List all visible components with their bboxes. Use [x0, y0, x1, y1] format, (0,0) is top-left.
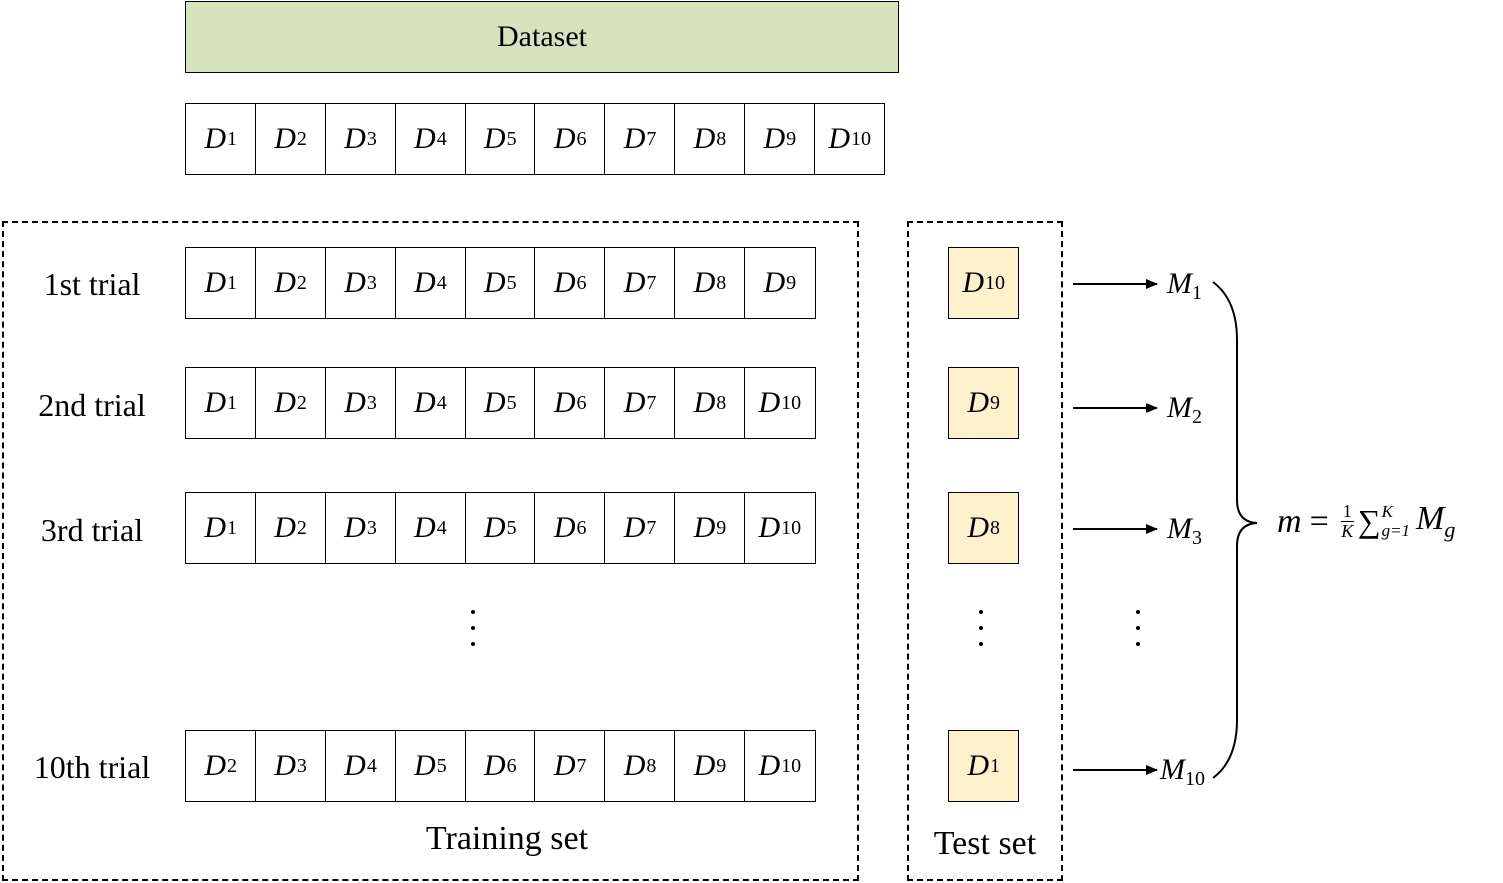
formula-equals: = [1309, 502, 1329, 540]
formula-fraction: 1 K [1340, 501, 1354, 541]
trial-label-3: 3rd trial [40, 512, 144, 548]
dataset-bar: Dataset [185, 1, 899, 73]
formula-term: Mg [1416, 500, 1456, 542]
training-set-label: Training set [425, 820, 589, 857]
test-ellipsis [976, 604, 986, 652]
model-label-2: M2 [1167, 391, 1202, 428]
model-label-3: M3 [1167, 512, 1202, 549]
training-set-box [2, 221, 859, 881]
trial-label-10: 10th trial [33, 749, 151, 785]
test-set-label: Test set [933, 825, 1037, 862]
average-formula: m = 1 K ∑ K g=1 Mg [1277, 500, 1455, 543]
model-label-10: M10 [1160, 753, 1205, 790]
right-brace [1212, 281, 1258, 779]
trial-label-2: 2nd trial [38, 387, 146, 423]
test-set-box [907, 221, 1063, 881]
model-label-1: M1 [1167, 267, 1202, 304]
formula-lhs: m [1277, 502, 1302, 540]
formula-sum: ∑ K g=1 [1357, 501, 1411, 540]
model-ellipsis [1133, 604, 1143, 652]
training-ellipsis [468, 604, 478, 652]
dataset-label: Dataset [497, 20, 587, 53]
trial-label-1: 1st trial [43, 266, 141, 302]
